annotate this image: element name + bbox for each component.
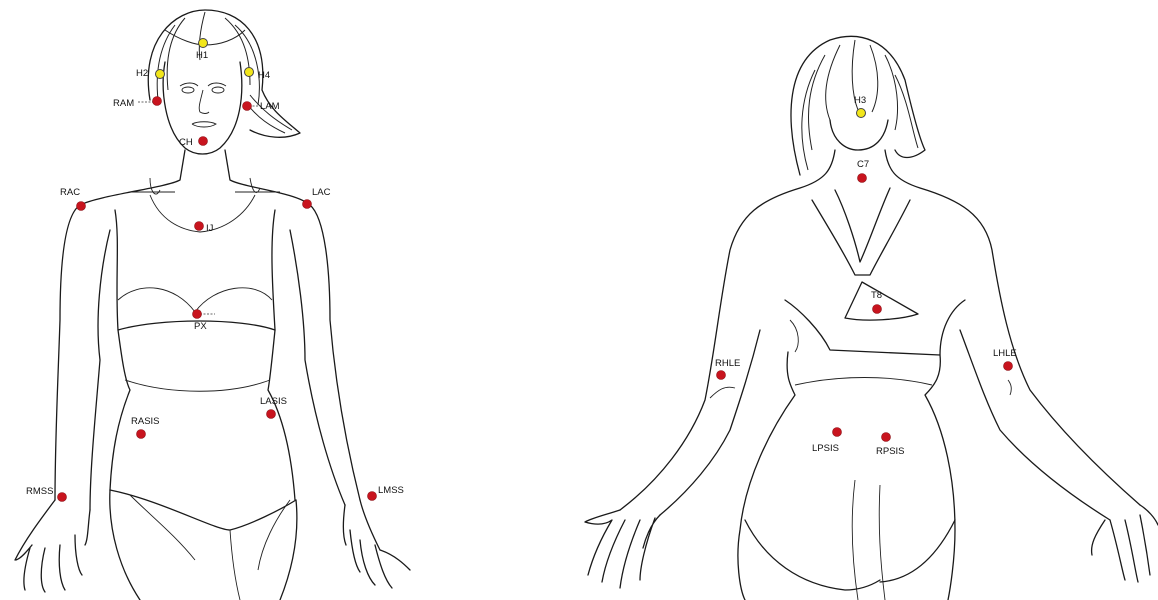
h1-marker [199, 39, 208, 48]
ch-marker [199, 137, 208, 146]
lac-marker [303, 200, 312, 209]
ram-label: RAM [113, 98, 134, 109]
ij-marker [195, 222, 204, 231]
px-label: PX [194, 321, 207, 332]
rasis-label: RASIS [131, 416, 160, 427]
h2-marker [156, 70, 165, 79]
rac-label: RAC [60, 187, 80, 198]
rac-marker [77, 202, 86, 211]
lpsis-marker [833, 428, 842, 437]
lmss-label: LMSS [378, 485, 404, 496]
rpsis-label: RPSIS [876, 446, 905, 457]
c7-marker [858, 174, 867, 183]
ch-label: CH [179, 137, 193, 148]
lasis-label: LASIS [260, 396, 287, 407]
back-body [585, 150, 1158, 600]
rmss-label: RMSS [26, 486, 53, 497]
lpsis-label: LPSIS [812, 443, 839, 454]
ij-label: IJ [206, 223, 214, 234]
t8-label: T8 [871, 290, 882, 301]
h3-label: H3 [854, 95, 866, 106]
lam-marker [243, 102, 252, 111]
h3-marker [857, 109, 866, 118]
px-marker [193, 310, 202, 319]
back-figure [585, 36, 1158, 600]
h4-label: H4 [258, 70, 270, 81]
rhle-label: RHLE [715, 358, 740, 369]
lac-label: LAC [312, 187, 331, 198]
c7-label: C7 [857, 159, 869, 170]
h2-label: H2 [136, 68, 148, 79]
front-body [15, 150, 410, 600]
h4-marker [245, 68, 254, 77]
lasis-marker [267, 410, 276, 419]
lmss-marker [368, 492, 377, 501]
front-hair [148, 10, 300, 137]
h1-label: H1 [196, 50, 208, 61]
lhle-marker [1004, 362, 1013, 371]
rhle-marker [717, 371, 726, 380]
ram-marker [153, 97, 162, 106]
rmss-marker [58, 493, 67, 502]
lhle-label: LHLE [993, 348, 1017, 359]
rasis-marker [137, 430, 146, 439]
rpsis-marker [882, 433, 891, 442]
lam-label: LAM [260, 101, 280, 112]
front-figure [15, 10, 410, 600]
t8-marker [873, 305, 882, 314]
